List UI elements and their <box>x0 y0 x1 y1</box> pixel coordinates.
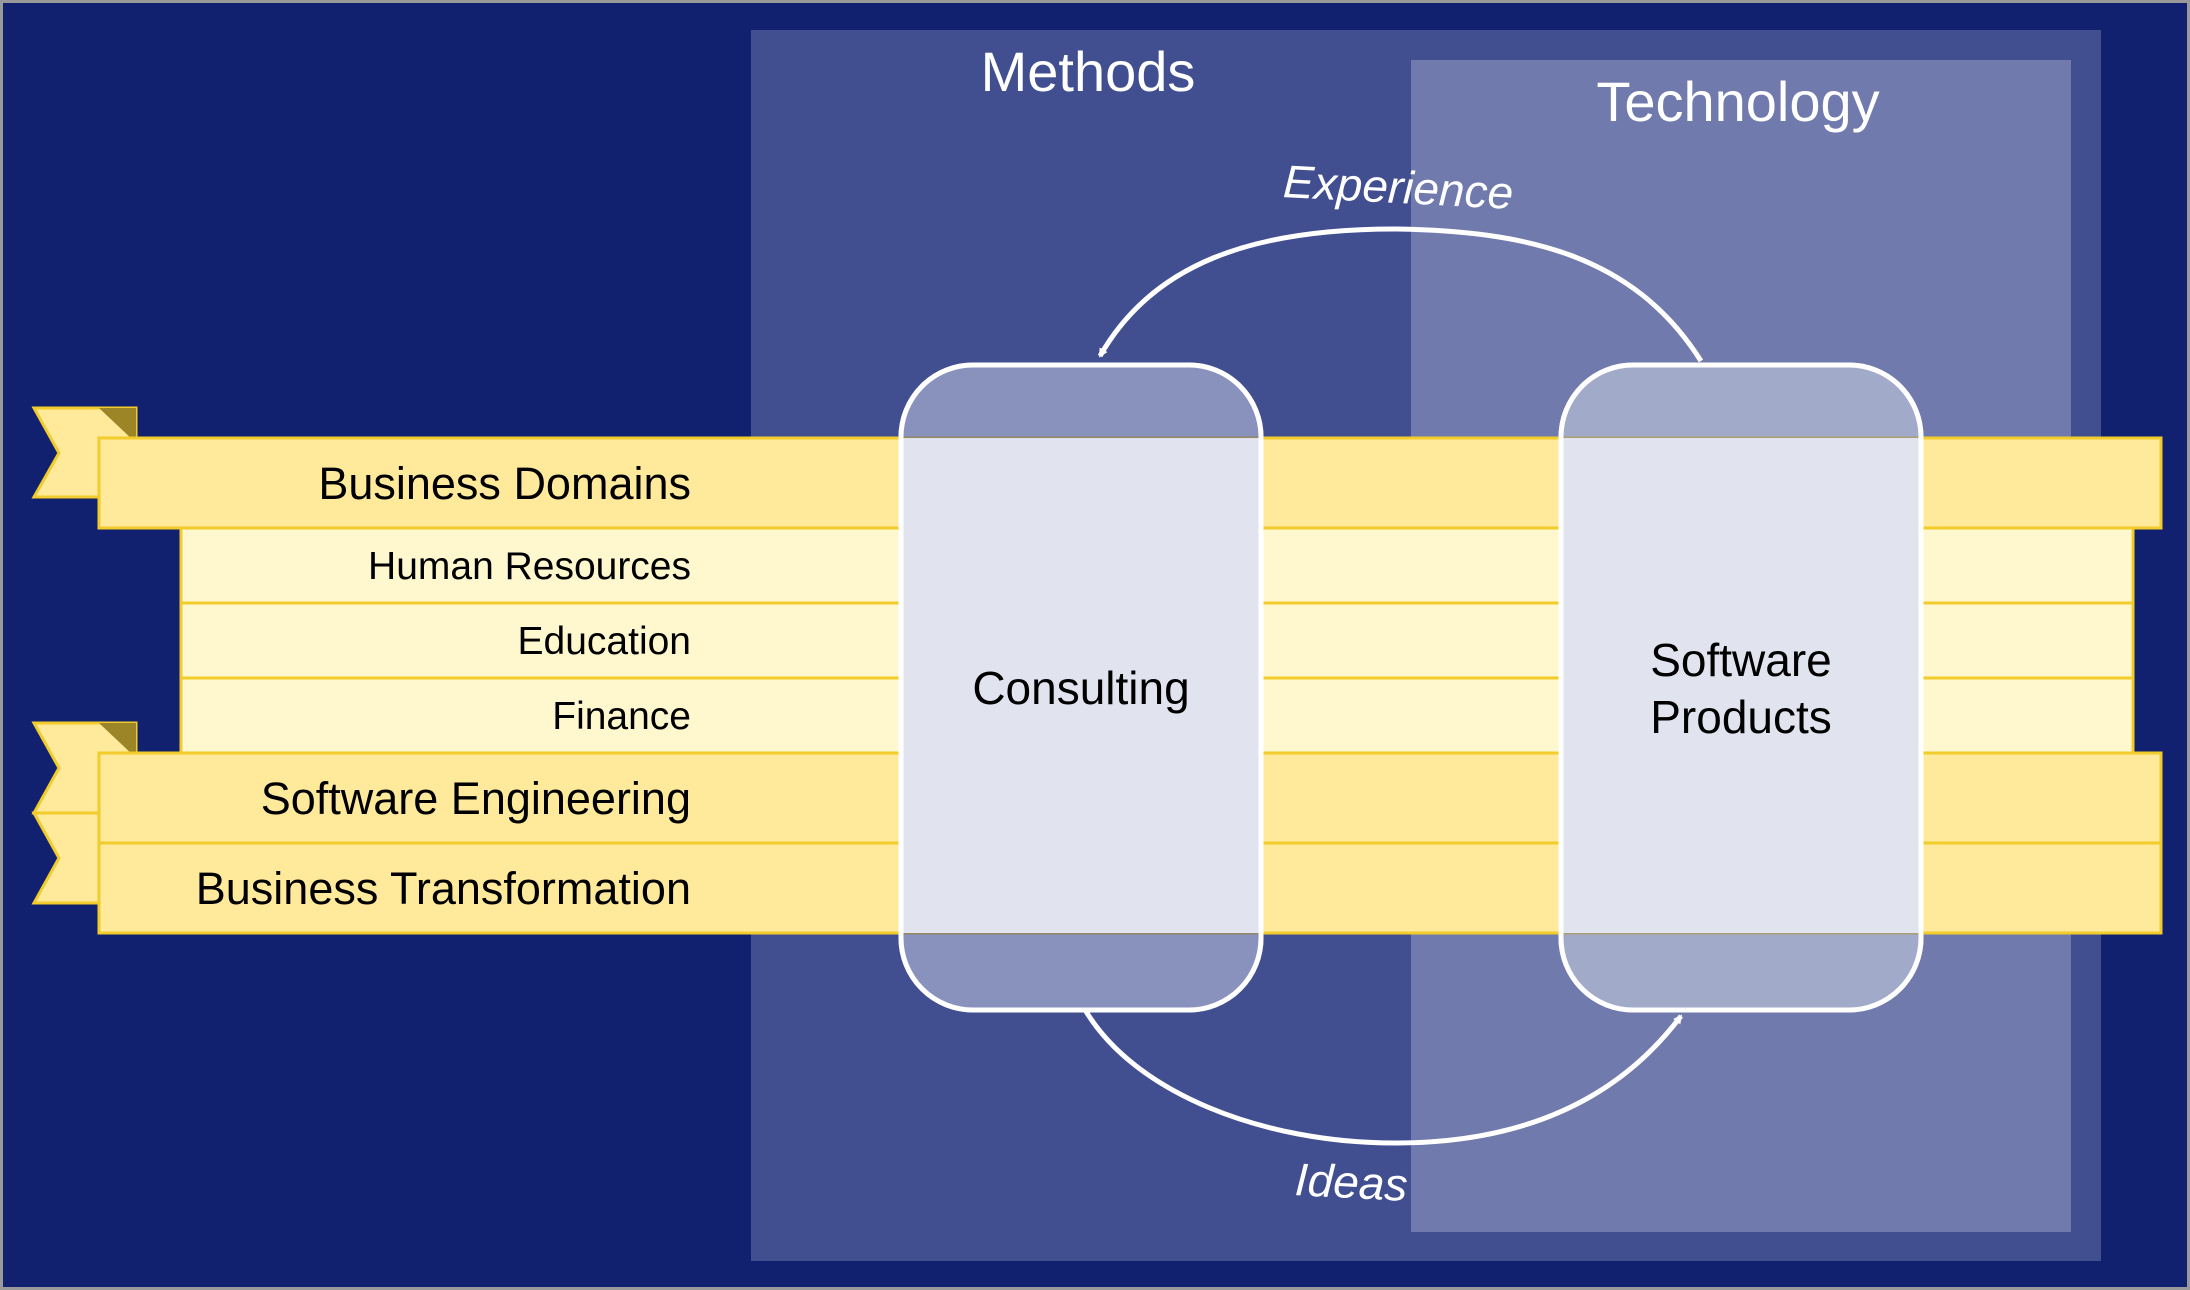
consulting-label: Consulting <box>972 662 1189 714</box>
methods-title: Methods <box>981 40 1196 103</box>
consulting-overlay <box>898 362 1264 1013</box>
technology-title: Technology <box>1596 70 1879 133</box>
label-finance: Finance <box>552 695 691 738</box>
label-education: Education <box>518 620 691 663</box>
experience-arrow <box>1097 226 1704 363</box>
label-software-engineering: Software Engineering <box>261 773 691 824</box>
software-products-overlay <box>1558 362 1924 1013</box>
ideas-label: Ideas <box>1294 1153 1409 1211</box>
label-business-domains: Business Domains <box>318 458 691 509</box>
diagram-svg: Methods Technology Experience Ideas Busi… <box>31 30 2163 1261</box>
experience-label: Experience <box>1282 155 1515 219</box>
software-products-label-line2: Products <box>1650 691 1832 743</box>
ideas-arrow <box>1081 1006 1683 1146</box>
label-business-transformation: Business Transformation <box>196 863 691 914</box>
label-human-resources: Human Resources <box>368 545 691 588</box>
software-products-label-line1: Software <box>1650 634 1832 686</box>
